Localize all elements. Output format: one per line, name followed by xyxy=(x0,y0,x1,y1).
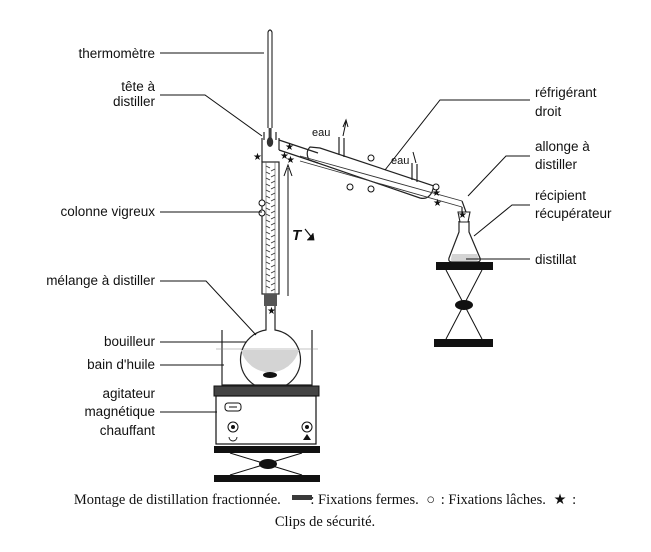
label-allonge-line1: allonge à xyxy=(535,139,590,154)
label-bouilleur: bouilleur xyxy=(104,334,156,349)
label-agitateur-line1: agitateur xyxy=(102,386,155,401)
vigreux-indent xyxy=(270,282,276,286)
condenser xyxy=(299,118,463,208)
vigreux-indent xyxy=(270,276,276,280)
vigreux-indent xyxy=(265,195,271,199)
vigreux-indent xyxy=(265,267,271,271)
vigreux-indent xyxy=(265,183,271,187)
vigreux-indent xyxy=(270,222,276,226)
main-lab-jack xyxy=(214,446,320,482)
vigreux-indent xyxy=(265,249,271,253)
vigreux-indent xyxy=(270,180,276,184)
vigreux-indent xyxy=(270,288,276,292)
vigreux-indent xyxy=(270,234,276,238)
distillation-adapter xyxy=(457,200,471,223)
svg-text:★: ★ xyxy=(267,306,276,317)
vigreux-indent xyxy=(270,168,276,172)
vigreux-indent xyxy=(270,258,276,262)
vigreux-indent xyxy=(265,165,271,169)
vigreux-indent xyxy=(270,204,276,208)
vigreux-indent xyxy=(270,240,276,244)
vigreux-column xyxy=(261,161,280,322)
receiver-lab-jack xyxy=(434,262,493,347)
vigreux-indent xyxy=(270,210,276,214)
vigreux-indent xyxy=(270,270,276,274)
vigreux-indent xyxy=(265,171,271,175)
receiver-flask xyxy=(448,221,481,263)
vigreux-indent xyxy=(265,219,271,223)
vigreux-indent xyxy=(265,261,271,265)
vigreux-indent xyxy=(265,237,271,241)
vigreux-indent xyxy=(270,264,276,268)
vigreux-indent xyxy=(265,177,271,181)
svg-text:★: ★ xyxy=(432,188,441,199)
label-agitateur-line2: magnétique xyxy=(84,404,155,419)
temperature-down-arrow xyxy=(304,228,315,241)
vigreux-indent xyxy=(265,243,271,247)
svg-text:★: ★ xyxy=(286,155,295,166)
label-agitateur-line3: chauffant xyxy=(100,423,156,438)
leader-lines-right xyxy=(384,99,530,260)
label-melange: mélange à distiller xyxy=(46,273,155,288)
safety-clips: ★ ★ ★ ★ ★ ★ ★ ★ xyxy=(253,142,467,317)
water-in-label: eau xyxy=(391,155,409,167)
label-thermometre: thermomètre xyxy=(78,46,155,61)
distillation-head xyxy=(261,132,319,164)
svg-text:★: ★ xyxy=(285,142,294,153)
thermometer xyxy=(266,29,274,147)
vigreux-indent xyxy=(265,201,271,205)
vigreux-indent xyxy=(265,213,271,217)
vigreux-indent xyxy=(270,228,276,232)
label-allonge-line2: distiller xyxy=(535,157,578,172)
loose-fixations xyxy=(258,154,440,217)
temperature-arrow xyxy=(283,163,293,296)
caption-part2: : Fixations fermes. xyxy=(310,492,418,508)
caption-part4: : xyxy=(572,492,576,508)
vigreux-indent xyxy=(270,174,276,178)
label-tete-line2: distiller xyxy=(113,94,156,109)
label-distillat: distillat xyxy=(535,252,577,267)
vigreux-indent xyxy=(265,231,271,235)
vigreux-indent xyxy=(265,255,271,259)
caption-part3: : Fixations lâches. xyxy=(441,492,546,508)
vigreux-indent xyxy=(265,285,271,289)
vigreux-indent xyxy=(265,225,271,229)
vigreux-indent xyxy=(270,198,276,202)
temperature-label: T xyxy=(292,227,303,244)
caption-clip-symbol: ★ xyxy=(554,492,567,508)
leader-lines-left xyxy=(160,52,264,413)
hotplate-stirrer xyxy=(213,385,320,445)
svg-text:★: ★ xyxy=(458,210,467,221)
svg-text:★: ★ xyxy=(280,151,289,162)
label-bain: bain d'huile xyxy=(87,357,155,372)
vigreux-indent xyxy=(270,246,276,250)
firm-fixation-swatch xyxy=(292,495,312,500)
vigreux-indent xyxy=(270,192,276,196)
caption: Montage de distillation fractionnée. : F… xyxy=(74,492,576,530)
label-refrigerant-line2: droit xyxy=(535,104,562,119)
caption-part1: Montage de distillation fractionnée. xyxy=(74,492,281,508)
svg-text:★: ★ xyxy=(433,198,442,209)
label-colonne: colonne vigreux xyxy=(60,204,155,219)
caption-line1: Montage de distillation fractionnée. : F… xyxy=(74,492,576,508)
caption-loose-symbol: ○ xyxy=(426,492,435,508)
svg-text:★: ★ xyxy=(253,152,262,163)
vigreux-indent xyxy=(265,189,271,193)
vigreux-indent xyxy=(270,186,276,190)
oil-bath xyxy=(216,330,318,386)
vigreux-indent xyxy=(270,252,276,256)
label-recipient-line2: récupérateur xyxy=(535,206,612,221)
label-refrigerant-line1: réfrigérant xyxy=(535,85,597,100)
boiling-flask xyxy=(239,322,302,391)
vigreux-indent xyxy=(270,216,276,220)
vigreux-indent xyxy=(265,207,271,211)
vigreux-indent xyxy=(265,273,271,277)
water-out-label: eau xyxy=(312,127,330,139)
vigreux-indent xyxy=(265,279,271,283)
label-tete-line1: tête à xyxy=(121,79,155,94)
caption-line2: Clips de sécurité. xyxy=(275,514,375,530)
label-recipient-line1: récipient xyxy=(535,188,586,203)
